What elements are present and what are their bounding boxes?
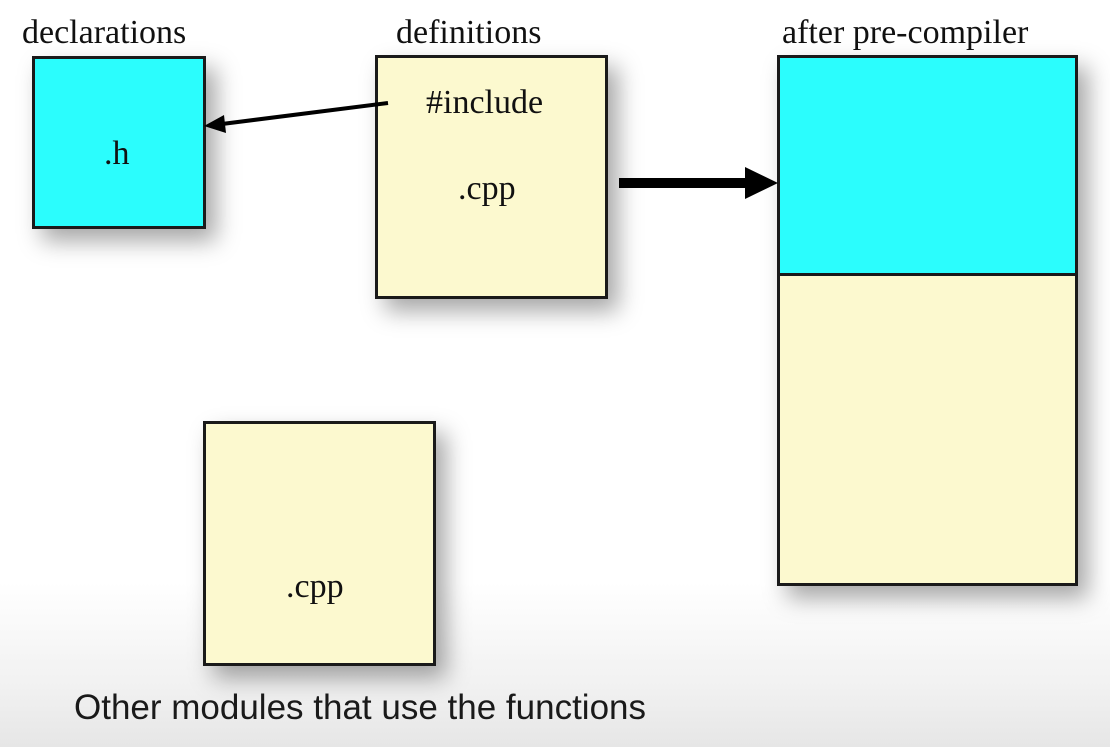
header-file-box: .h <box>32 56 206 229</box>
after-precompiler-label: after pre-compiler <box>782 14 1029 51</box>
precompile-arrow <box>619 167 778 199</box>
declarations-label: declarations <box>22 14 187 51</box>
other-modules-caption: Other modules that use the functions <box>74 688 646 727</box>
definitions-cpp-box: #include .cpp <box>375 55 608 299</box>
other-module-cpp-label: .cpp <box>286 568 344 605</box>
definitions-cpp-label: .cpp <box>458 170 516 207</box>
header-file-label: .h <box>104 135 130 172</box>
include-arrow <box>204 101 389 133</box>
precompiled-output-box <box>777 55 1078 586</box>
definitions-label: definitions <box>396 14 542 51</box>
include-directive: #include <box>426 84 544 121</box>
other-module-cpp-box: .cpp <box>203 421 436 666</box>
precompiled-header-section <box>780 58 1075 276</box>
